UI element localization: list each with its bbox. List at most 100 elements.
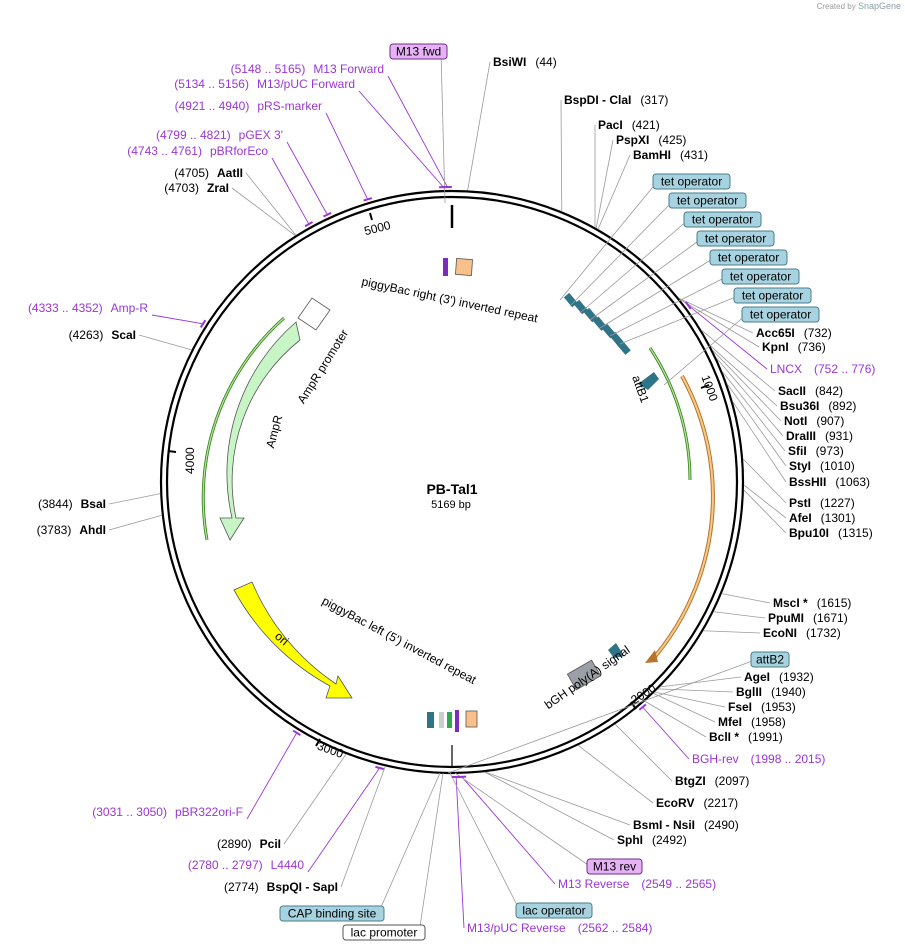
enzyme-position: (44) xyxy=(535,55,556,69)
enzyme-leader-line xyxy=(743,484,787,519)
ampr-promoter-arrow xyxy=(297,297,331,331)
pb-left-feature-grey xyxy=(439,712,444,728)
primer-name: pBR322ori-F xyxy=(175,805,243,819)
enzyme-leader-line xyxy=(245,172,297,236)
feature-box-label: tet operator xyxy=(677,194,738,208)
primer-pgex-3[interactable]: pGEX 3'(4799 .. 4821) xyxy=(156,128,283,142)
feature-leader-line xyxy=(569,200,674,307)
feature-box-tet-operator[interactable]: tet operator xyxy=(721,268,800,285)
enzyme-site-ppumi[interactable]: PpuMI(1671) xyxy=(768,611,848,625)
enzyme-position: (973) xyxy=(816,444,844,458)
feature-box-tet-operator[interactable]: tet operator xyxy=(733,287,812,304)
enzyme-site-pspxi[interactable]: PspXI(425) xyxy=(616,133,686,147)
feature-box-label: lac promoter xyxy=(351,926,418,940)
enzyme-leader-line xyxy=(597,154,631,230)
enzyme-site-ahdi[interactable]: AhdI(3783) xyxy=(37,523,106,537)
enzyme-site-aatii[interactable]: AatII(4705) xyxy=(174,166,243,180)
enzyme-site-bsai[interactable]: BsaI(3844) xyxy=(38,497,106,511)
primer-lncx[interactable]: LNCX(752 .. 776) xyxy=(770,362,875,376)
enzyme-site-msci[interactable]: MscI *(1615) xyxy=(773,596,851,610)
enzyme-leader-line xyxy=(679,298,760,348)
primer-labels: M13 Forward(5148 .. 5165)M13/pUC Forward… xyxy=(28,62,875,935)
primer-amp-r[interactable]: Amp-R(4333 .. 4352) xyxy=(28,301,148,315)
enzyme-name: ScaI xyxy=(111,328,136,342)
enzyme-name: EcoRV xyxy=(656,796,694,810)
enzyme-position: (1671) xyxy=(813,611,848,625)
enzyme-site-bspdi-clai[interactable]: BspDI - ClaI(317) xyxy=(564,93,668,107)
primer-pbr322ori-f[interactable]: pBR322ori-F(3031 .. 3050) xyxy=(92,805,243,819)
enzyme-site-fsei[interactable]: FseI(1953) xyxy=(728,700,796,714)
enzyme-site-bspqi-sapi[interactable]: BspQI - SapI(2774) xyxy=(224,880,338,894)
primer-m13-forward[interactable]: M13 Forward(5148 .. 5165) xyxy=(231,62,384,76)
primer-name: L4440 xyxy=(271,858,305,872)
enzyme-site-ecorv[interactable]: EcoRV(2217) xyxy=(656,796,738,810)
enzyme-leader-line xyxy=(742,458,787,504)
enzyme-site-econi[interactable]: EcoNI(1732) xyxy=(763,626,841,640)
feature-leader-line xyxy=(440,51,446,204)
enzyme-position: (4705) xyxy=(174,166,209,180)
primer-marks xyxy=(199,186,692,778)
feature-leader-line xyxy=(418,772,444,934)
enzyme-leader-line xyxy=(614,723,673,782)
primer-leader-line xyxy=(642,706,690,760)
enzyme-site-bpu10i[interactable]: Bpu10I(1315) xyxy=(789,526,873,540)
feature-box-tet-operator[interactable]: tet operator xyxy=(741,306,820,323)
enzyme-site-agei[interactable]: AgeI(1932) xyxy=(744,670,814,684)
feature-box-tet-operator[interactable]: tet operator xyxy=(709,249,788,266)
enzyme-site-draiii[interactable]: DraIII(931) xyxy=(786,429,853,443)
enzyme-site-scai[interactable]: ScaI(4263) xyxy=(69,328,136,342)
feature-box-cap-binding-site[interactable]: CAP binding site xyxy=(279,905,385,922)
primer-bgh-rev[interactable]: BGH-rev(1998 .. 2015) xyxy=(692,752,825,766)
enzyme-site-paci[interactable]: PacI(421) xyxy=(598,118,660,132)
enzyme-site-bglii[interactable]: BglII(1940) xyxy=(736,685,806,699)
primer-name: M13 Reverse xyxy=(558,877,630,891)
enzyme-site-kpni[interactable]: KpnI(736) xyxy=(762,340,826,354)
feature-leader-line xyxy=(447,659,756,774)
enzyme-position: (842) xyxy=(815,384,843,398)
enzyme-site-bsiwi[interactable]: BsiWI(44) xyxy=(493,55,557,69)
enzyme-site-zrai[interactable]: ZraI(4703) xyxy=(164,181,229,195)
primer-name: pBRforEco xyxy=(210,144,268,158)
primer-m13-puc-reverse[interactable]: M13/pUC Reverse(2562 .. 2584) xyxy=(467,921,652,935)
enzyme-site-psti[interactable]: PstI(1227) xyxy=(789,496,855,510)
enzyme-site-bsshii[interactable]: BssHII(1063) xyxy=(789,475,870,489)
primer-l4440[interactable]: L4440(2780 .. 2797) xyxy=(188,858,304,872)
enzyme-site-noti[interactable]: NotI(907) xyxy=(784,414,844,428)
feature-box-tet-operator[interactable]: tet operator xyxy=(668,192,747,209)
primer-m13-reverse[interactable]: M13 Reverse(2549 .. 2565) xyxy=(558,877,716,891)
feature-box-m13-rev[interactable]: M13 rev xyxy=(586,858,643,875)
primer-m13-puc-forward[interactable]: M13/pUC Forward(5134 .. 5156) xyxy=(174,77,355,91)
feature-box-lac-operator[interactable]: lac operator xyxy=(515,902,593,919)
primer-site-mark xyxy=(684,301,692,310)
enzyme-site-sacii[interactable]: SacII(842) xyxy=(778,384,843,398)
primer-name: pGEX 3' xyxy=(239,128,283,142)
primer-prs-marker[interactable]: pRS-marker(4921 .. 4940) xyxy=(175,99,322,113)
primer-range: (4743 .. 4761) xyxy=(127,144,202,158)
enzyme-site-styi[interactable]: StyI(1010) xyxy=(789,459,855,473)
enzyme-site-bcli[interactable]: BclI *(1991) xyxy=(709,730,783,744)
enzyme-site-bamhi[interactable]: BamHI(431) xyxy=(633,148,708,162)
enzyme-site-afei[interactable]: AfeI(1301) xyxy=(789,511,855,525)
enzyme-site-mfei[interactable]: MfeI(1958) xyxy=(718,715,786,729)
feature-box-m13-fwd[interactable]: M13 fwd xyxy=(389,43,448,60)
enzyme-site-pcii[interactable]: PciI(2890) xyxy=(217,837,281,851)
enzyme-position: (1732) xyxy=(806,626,841,640)
enzyme-site-bsmi-nsii[interactable]: BsmI - NsiI(2490) xyxy=(633,818,739,832)
enzyme-site-btgzi[interactable]: BtgZI(2097) xyxy=(675,774,749,788)
feature-box-tet-operator[interactable]: tet operator xyxy=(683,211,762,228)
primer-pbrforeco[interactable]: pBRforEco (4743 .. 4761) xyxy=(127,144,268,158)
primer-range: (5134 .. 5156) xyxy=(174,77,249,91)
enzyme-site-acc65i[interactable]: Acc65I(732) xyxy=(756,326,832,340)
feature-box-lac-promoter[interactable]: lac promoter xyxy=(342,924,426,941)
enzyme-site-bsu36i[interactable]: Bsu36I(892) xyxy=(780,399,856,413)
feature-box-attb2[interactable]: attB2 xyxy=(750,651,790,668)
enzyme-position: (431) xyxy=(680,148,708,162)
primer-site-mark xyxy=(304,221,314,228)
feature-box-tet-operator[interactable]: tet operator xyxy=(652,173,731,190)
primer-range: (4921 .. 4940) xyxy=(175,99,250,113)
boxed-labels: M13 fwd tet operator tet operator tet opera… xyxy=(279,43,820,941)
feature-box-tet-operator[interactable]: tet operator xyxy=(696,230,775,247)
enzyme-site-sphi[interactable]: SphI(2492) xyxy=(617,833,687,847)
enzyme-leader-line xyxy=(712,349,782,422)
enzyme-site-sfii[interactable]: SfiI(973) xyxy=(788,444,844,458)
